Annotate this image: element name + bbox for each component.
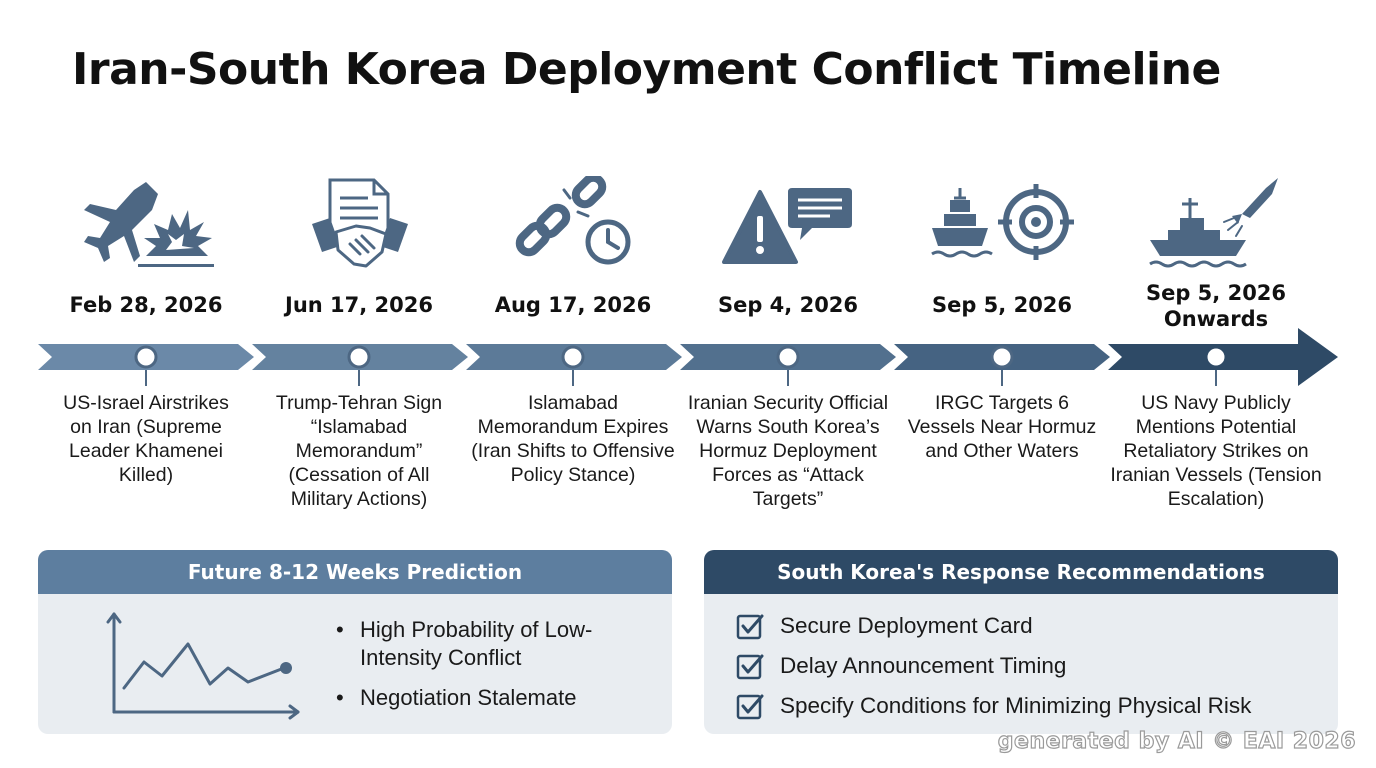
prediction-panel: Future 8-12 Weeks Prediction High Probab…: [38, 550, 672, 734]
recommendation-item: Specify Conditions for Minimizing Physic…: [736, 686, 1251, 726]
recommendations-panel-header: South Korea's Response Recommendations: [704, 550, 1338, 594]
timeline-node: [561, 345, 585, 369]
event-description: Trump-Tehran Sign “Islamabad Memorandum”…: [275, 392, 443, 510]
timeline-arrow: [38, 328, 1338, 386]
timeline-node: [990, 345, 1014, 369]
checkbox-checked-icon: [736, 654, 764, 680]
recommendation-text: Secure Deployment Card: [780, 613, 1033, 638]
event-date: Sep 5, 2026: [931, 293, 1073, 317]
warning-speech-bubble-icon: [722, 188, 852, 264]
recommendation-text: Delay Announcement Timing: [780, 653, 1067, 678]
event-date: Aug 17, 2026: [494, 293, 652, 317]
ship-target-icon: [931, 184, 1074, 260]
event-description: US-Israel Airstrikes on Iran (Supreme Le…: [63, 392, 229, 486]
event-description: IRGC Targets 6 Vessels Near Hormuz and O…: [907, 392, 1097, 462]
event-date: Sep 5, 2026 Onwards: [1145, 281, 1287, 331]
event-date: Feb 28, 2026: [69, 293, 223, 317]
page-title: Iran-South Korea Deployment Conflict Tim…: [72, 44, 1221, 95]
prediction-list: High Probability of Low-Intensity Confli…: [334, 616, 654, 724]
timeline-node: [134, 345, 158, 369]
event-description: Iranian Security Official Warns South Ko…: [687, 392, 889, 510]
fighter-jet-explosion-icon: [84, 182, 214, 267]
recommendation-item: Delay Announcement Timing: [736, 646, 1251, 686]
recommendation-item: Secure Deployment Card: [736, 606, 1251, 646]
broken-chain-clock-icon: [515, 176, 631, 265]
event-date: Sep 4, 2026: [717, 293, 859, 317]
timeline-node: [347, 345, 371, 369]
event-description: US Navy Publicly Mentions Potential Reta…: [1110, 392, 1322, 510]
document-handshake-icon: [312, 178, 408, 268]
prediction-panel-header: Future 8-12 Weeks Prediction: [38, 550, 672, 594]
timeline-node: [776, 345, 800, 369]
checkbox-checked-icon: [736, 614, 764, 640]
event-date: Jun 17, 2026: [285, 293, 433, 317]
timeline-node: [1204, 345, 1228, 369]
recommendations-panel: South Korea's Response Recommendations S…: [704, 550, 1338, 734]
line-chart-icon: [106, 612, 300, 720]
recommendations-list: Secure Deployment Card Delay Announcemen…: [736, 606, 1251, 726]
checkbox-checked-icon: [736, 694, 764, 720]
warship-missile-icon: [1149, 178, 1278, 268]
recommendation-text: Specify Conditions for Minimizing Physic…: [780, 693, 1252, 718]
prediction-item: Negotiation Stalemate: [334, 684, 654, 712]
watermark: generated by AI © EAI 2026: [997, 728, 1356, 754]
prediction-item: High Probability of Low-Intensity Confli…: [334, 616, 654, 672]
event-description: Islamabad Memorandum Expires (Iran Shift…: [471, 392, 675, 486]
